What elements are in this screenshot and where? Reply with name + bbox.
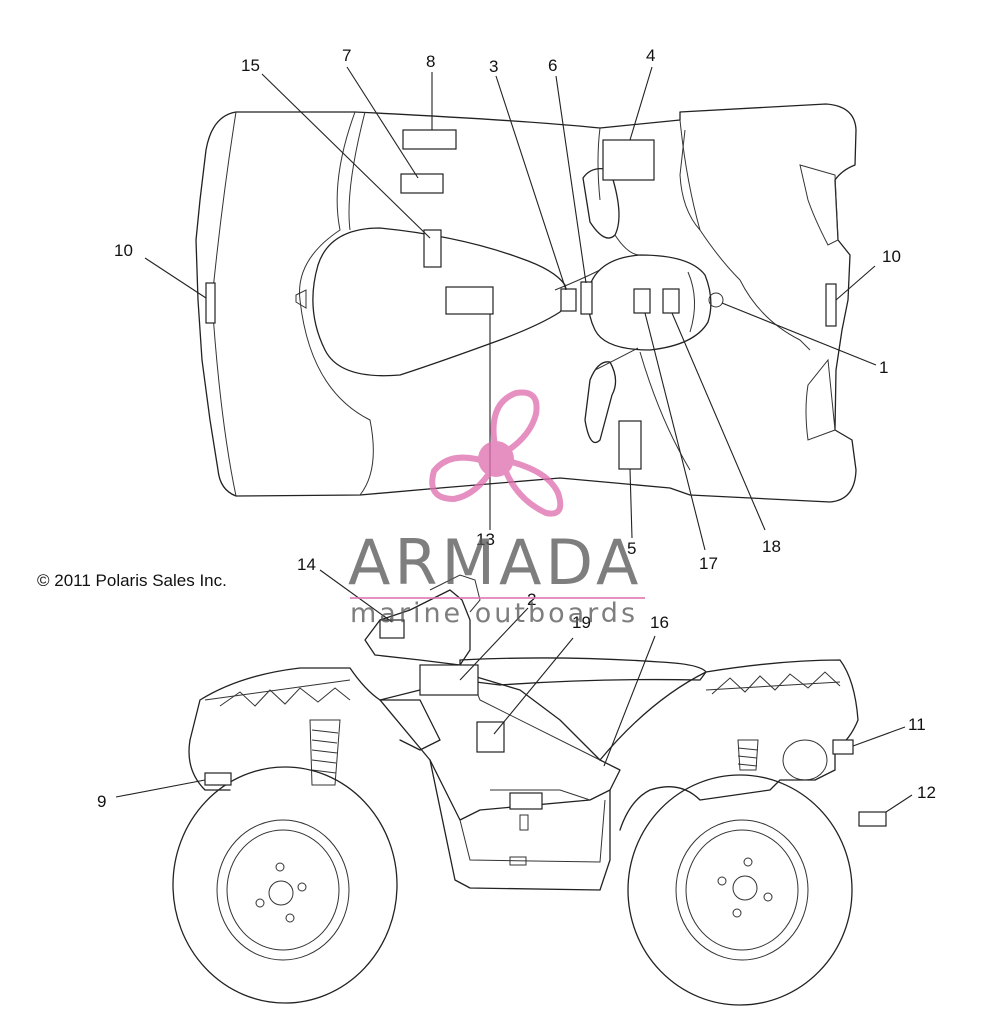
callout-19: 19 [572, 613, 591, 632]
callout-18: 18 [762, 537, 781, 556]
decal-12 [858, 811, 887, 827]
callout-17: 17 [699, 554, 718, 573]
decal-18-top [662, 288, 680, 314]
decal-10-rear [205, 282, 216, 324]
leader-lines-top [144, 66, 877, 551]
decal-8 [402, 129, 457, 150]
atv-top-view [195, 103, 857, 503]
decal-17-side [509, 792, 543, 810]
callout-15: 15 [241, 56, 260, 75]
watermark-tagline: marine outboards [350, 598, 638, 629]
copyright-text: © 2011 Polaris Sales Inc. [37, 571, 227, 590]
decal-4 [602, 139, 655, 181]
decal-13 [445, 286, 494, 315]
callout-11: 11 [908, 715, 926, 734]
decal-3 [560, 288, 577, 312]
atv-side-view [172, 574, 887, 1006]
callout-8: 8 [426, 52, 435, 71]
decal-9 [204, 772, 232, 786]
callout-10-rear: 10 [114, 241, 133, 260]
callout-12: 12 [917, 783, 936, 802]
decal-15 [423, 229, 442, 268]
callout-13: 13 [476, 530, 495, 549]
callout-3: 3 [489, 57, 498, 76]
callout-6: 6 [548, 56, 557, 75]
callout-10-front: 10 [882, 247, 901, 266]
decal-14 [379, 619, 405, 639]
propeller-icon [429, 389, 564, 517]
callout-7: 7 [342, 46, 351, 65]
decal-17-top [633, 288, 651, 314]
callout-16: 16 [650, 613, 669, 632]
decal-10-front [825, 283, 837, 327]
leader-lines-side [115, 569, 913, 813]
decal-11 [832, 739, 854, 755]
callout-1: 1 [879, 358, 888, 377]
callout-5: 5 [627, 539, 636, 558]
callout-2: 2 [527, 590, 536, 609]
watermark-brand: ARMADA [348, 526, 642, 599]
callout-numbers: 15 7 8 3 6 4 10 10 1 13 5 17 18 14 2 19 … [97, 46, 936, 811]
callout-4: 4 [646, 46, 655, 65]
decal-5 [618, 420, 642, 470]
callout-9: 9 [97, 792, 106, 811]
decal-6 [580, 281, 593, 315]
decal-2 [419, 664, 479, 696]
callout-14: 14 [297, 555, 316, 574]
watermark-logo: ARMADA marine outboards [348, 389, 645, 629]
decal-7 [400, 173, 444, 194]
